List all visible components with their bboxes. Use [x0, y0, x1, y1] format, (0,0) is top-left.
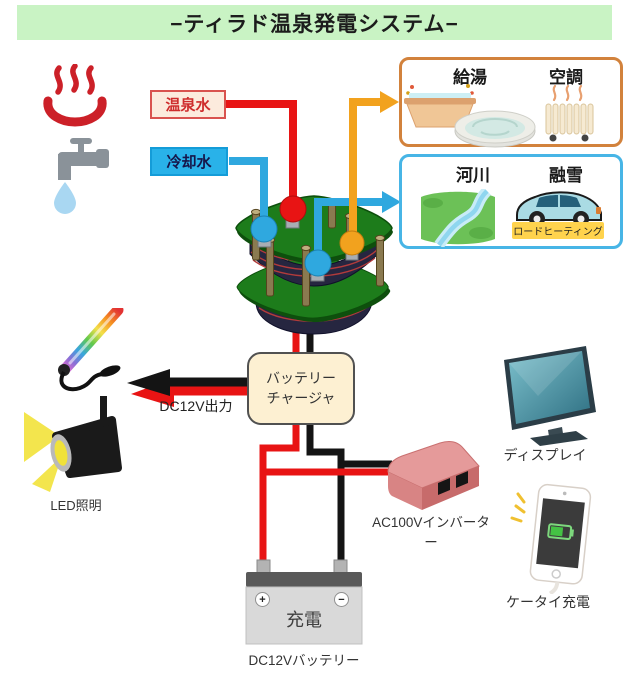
hot-usage-title-1: 給湯	[453, 68, 487, 87]
cooling-water-outlet-port	[304, 249, 332, 277]
cold-usage-title-2: 融雪	[549, 166, 583, 185]
hot-water-inlet-port	[279, 195, 307, 223]
battery-minus-post	[333, 559, 348, 575]
negative-wire-charger-to-battery	[306, 422, 345, 572]
hot-spring-water-pipe	[226, 100, 297, 212]
warm-water-out-pipe	[349, 98, 380, 240]
water-drop-icon	[54, 182, 76, 214]
dc12v-output-label: DC12V出力	[159, 398, 233, 414]
onsen-bowl	[43, 96, 107, 127]
battery-charger-box: バッテリー チャージャ	[247, 352, 355, 425]
battery-charge-text: 充電	[286, 610, 322, 630]
outlet-port	[438, 478, 450, 495]
outlet-port	[456, 471, 468, 488]
cooling-water-label: 冷却水	[150, 147, 228, 176]
water-pipes	[226, 91, 401, 262]
inverter-label: AC100Vインバーター	[372, 515, 490, 550]
cooling-water-inlet-port	[250, 215, 278, 243]
faucet-body	[58, 138, 109, 180]
led-lighting-label: LED照明	[50, 498, 102, 513]
phone-charging-label: ケータイ充電	[506, 594, 590, 610]
battery-plus-post	[256, 559, 271, 575]
faucet-icon	[50, 136, 114, 214]
hot-spring-icon	[42, 64, 108, 128]
warm-out-arrowhead	[380, 91, 399, 113]
warm-water-outlet-port	[339, 230, 365, 256]
positive-wire-charger-to-battery	[259, 422, 300, 572]
black-arrowhead	[127, 369, 170, 396]
steam-lines	[54, 64, 95, 95]
inverter-icon	[382, 436, 486, 512]
dc12v-output-arrow	[127, 369, 247, 407]
display-label: ディスプレイ	[503, 447, 587, 463]
hot-usage-title-2: 空調	[549, 68, 583, 87]
charger-label-line2: チャージャ	[266, 389, 336, 406]
led-tube-icon	[34, 308, 130, 400]
display-monitor-icon	[498, 344, 602, 448]
road-heating-label: ロードヒーティング	[512, 222, 604, 239]
hot-spring-water-label: 温泉水	[150, 90, 226, 119]
battery-label: DC12Vバッテリー	[248, 653, 360, 668]
heater-icon	[541, 84, 599, 144]
phone-charging-icon	[508, 478, 600, 594]
page-title: −ティラド温泉発電システム−	[17, 5, 612, 40]
led-spotlight-icon	[24, 396, 124, 498]
cooling-out-arrowhead	[382, 191, 401, 213]
cooling-water-in-pipe	[229, 157, 268, 229]
generator-ports	[250, 195, 365, 282]
cold-usage-title-1: 河川	[456, 166, 490, 185]
battery-minus-sign: −	[334, 592, 349, 607]
charger-label-line1: バッテリー	[266, 369, 336, 386]
cooling-water-out-pipe	[314, 198, 382, 262]
battery-plus-sign: +	[255, 592, 270, 607]
hot-water-usage-box: 給湯 空調	[399, 57, 623, 149]
river-icon	[417, 189, 499, 247]
hot-spring-pool-icon	[453, 105, 537, 149]
